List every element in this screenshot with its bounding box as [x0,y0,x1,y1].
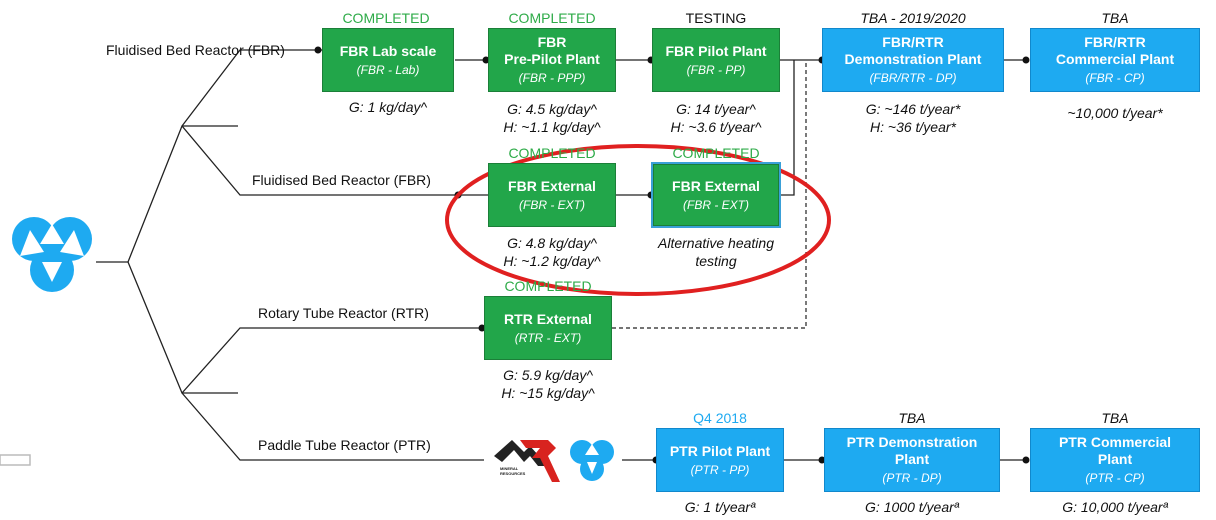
ptr-cp-title-1: PTR Commercial [1058,434,1172,450]
fbr-ext1-metric-g: G: 4.8 kg/day^ [507,235,597,251]
fbr-rtr-cp-status: TBA [1101,10,1129,26]
fbr-pp-metric-g: G: 14 t/year^ [676,101,756,117]
fbr-ppp-box[interactable]: FBR Pre-Pilot Plant (FBR - PPP) [488,28,616,92]
rtr-ext-status: COMPLETED [504,278,592,294]
rtr-ext-box[interactable]: RTR External (RTR - EXT) [484,296,612,360]
fbr-lab-status: COMPLETED [342,10,430,26]
fbr-ext2-title: FBR External [672,177,760,194]
fbr-rtr-cp-title-1: FBR/RTR [1084,34,1146,50]
fbr-ext2-box[interactable]: FBR External (FBR - EXT) [651,162,781,228]
fbr-lab-code: (FBR - Lab) [356,62,420,77]
ptr-cp-title-2: Plant [1097,451,1133,467]
ptr-pp-box[interactable]: PTR Pilot Plant (PTR - PP) [656,428,784,492]
fbr-ext2-status: COMPLETED [672,145,760,161]
ptr-dp-title-1: PTR Demonstration [846,434,978,450]
ptr-cp-status: TBA [1101,410,1129,426]
fbr-ppp-code: (FBR - PPP) [518,71,586,85]
rtr-ext-title: RTR External [504,310,592,327]
fbr-pp-title: FBR Pilot Plant [665,42,767,59]
fbr-rtr-dp-status: TBA - 2019/2020 [860,10,966,26]
branch-label-fbr-1: Fluidised Bed Reactor (FBR) [106,42,285,58]
fbr-ppp-metric-g: G: 4.5 kg/day^ [507,101,597,117]
fbr-rtr-cp-title-2: Commercial Plant [1055,51,1175,67]
fbr-rtr-dp-title-2: Demonstration Plant [844,51,982,67]
ptr-cp-metric: G: 10,000 t/yearª [1062,499,1168,515]
fbr-rtr-dp-box[interactable]: FBR/RTR Demonstration Plant (FBR/RTR - D… [822,28,1004,92]
fbr-ext2-code: (FBR - EXT) [683,197,749,212]
ptr-dp-title-2: Plant [894,451,930,467]
ptr-dp-box[interactable]: PTR Demonstration Plant (PTR - DP) [824,428,1000,492]
ptr-dp-code: (PTR - DP) [882,471,942,485]
rtr-ext-metric-g: G: 5.9 kg/day^ [503,367,593,383]
highlight-ellipse [445,144,831,296]
mineral-resources-text-1: MINERAL [500,466,519,471]
ptr-pp-code: (PTR - PP) [690,462,750,477]
rtr-ext-metric-h: H: ~15 kg/day^ [501,385,595,401]
fbr-pp-code: (FBR - PP) [686,62,746,77]
fbr-rtr-cp-metric: ~10,000 t/year* [1067,105,1163,121]
fbr-lab-box[interactable]: FBR Lab scale (FBR - Lab) [322,28,454,92]
fbr-ppp-title-1: FBR [537,34,567,50]
fbr-pp-metric-h: H: ~3.6 t/year^ [670,119,762,135]
fbr-rtr-dp-title-1: FBR/RTR [882,34,944,50]
ptr-dp-status: TBA [898,410,926,426]
mineral-resources-logo-icon [494,440,560,482]
mineral-resources-text-2: RESOURCES [500,471,526,476]
fbr-lab-title: FBR Lab scale [339,42,437,59]
tree-connectors [96,49,1028,461]
ptr-dp-metric: G: 1000 t/yearª [865,499,959,515]
branch-label-rtr: Rotary Tube Reactor (RTR) [258,305,429,321]
fbr-rtr-dp-metric-g: G: ~146 t/year* [865,101,961,117]
ptr-pp-metric: G: 1 t/yearª [684,499,756,515]
rtr-dashed-connector [612,60,807,329]
fbr-rtr-cp-code: (FBR - CP) [1085,71,1145,85]
left-edge-mark [0,454,31,466]
fbr-ext1-box[interactable]: FBR External (FBR - EXT) [488,163,616,227]
branch-label-fbr-2: Fluidised Bed Reactor (FBR) [252,172,431,188]
ptr-cp-code: (PTR - CP) [1085,471,1145,485]
branch-label-ptr: Paddle Tube Reactor (PTR) [258,437,431,453]
ptr-pp-title: PTR Pilot Plant [669,442,771,459]
fbr-ext1-code: (FBR - EXT) [519,197,585,212]
fbr-ppp-title-2: Pre-Pilot Plant [504,51,600,67]
fbr-rtr-cp-box[interactable]: FBR/RTR Commercial Plant (FBR - CP) [1030,28,1200,92]
fbr-ext1-status: COMPLETED [508,145,596,161]
fbr-ext2-metric-2: testing [695,253,737,269]
fbr-ppp-metric-h: H: ~1.1 kg/day^ [503,119,601,135]
company-logo-icon [12,217,92,292]
rtr-ext-code: (RTR - EXT) [514,330,582,345]
fbr-ext2-metric-1: Alternative heating [658,235,774,251]
fbr-ext1-title: FBR External [508,177,596,194]
fbr-ppp-status: COMPLETED [508,10,596,26]
fbr-pp-status: TESTING [685,10,747,26]
ptr-pp-status: Q4 2018 [693,410,747,426]
ptr-cp-box[interactable]: PTR Commercial Plant (PTR - CP) [1030,428,1200,492]
fbr-rtr-dp-code: (FBR/RTR - DP) [869,71,957,85]
partner-logo-icon [570,440,614,481]
fbr-ext1-metric-h: H: ~1.2 kg/day^ [503,253,601,269]
fbr-pp-box[interactable]: FBR Pilot Plant (FBR - PP) [652,28,780,92]
fbr-rtr-dp-metric-h: H: ~36 t/year* [870,119,956,135]
fbr-lab-metric: G: 1 kg/day^ [348,99,428,115]
